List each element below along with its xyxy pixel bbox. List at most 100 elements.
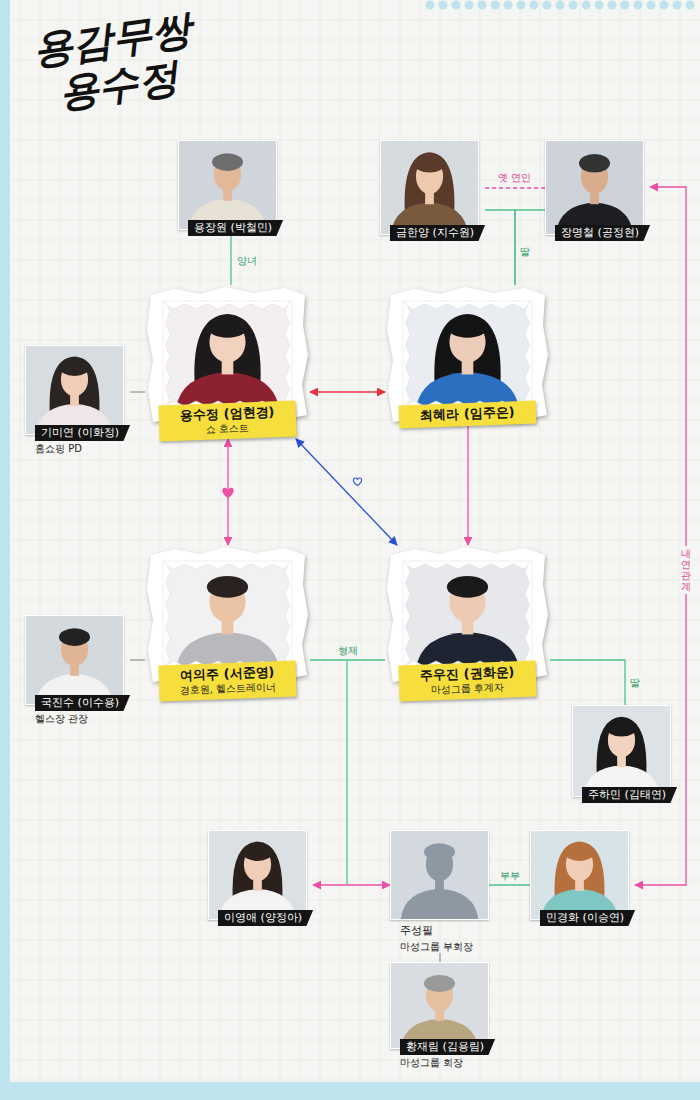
binder-dot <box>426 1 435 10</box>
portrait <box>546 141 643 234</box>
grid-line <box>10 260 700 261</box>
binder-dot <box>582 1 591 10</box>
character-card: 용장원 (박철민) <box>178 140 283 236</box>
name-tag: 주우진 (권화운)마성그룹 후계자 <box>398 661 536 702</box>
hair-top <box>579 154 610 173</box>
photo-backdrop <box>573 706 670 796</box>
character-card: 이영애 (양정아) <box>208 830 313 926</box>
edge-group <box>130 187 686 962</box>
paper-sheet <box>10 0 700 1082</box>
grid-line <box>10 960 700 961</box>
photo-backdrop <box>403 561 532 669</box>
binder-dot <box>504 1 513 10</box>
main-character-card: 용수정 (엄현경)쇼 호스트 <box>145 285 310 439</box>
binder-dot <box>686 1 695 10</box>
torn-edge <box>163 561 170 669</box>
hair-top <box>207 576 248 598</box>
photo-backdrop <box>26 346 123 434</box>
photo-backdrop <box>403 301 532 409</box>
hair-top <box>59 628 90 646</box>
grid-line <box>10 460 700 461</box>
relation-label: 옛 연인 <box>496 172 533 184</box>
binder-dot <box>465 1 474 10</box>
binder-dot <box>478 1 487 10</box>
torn-edge <box>403 301 410 409</box>
character-card: 주성필마성그룹 부회장 <box>390 830 489 953</box>
character-card: 국진수 (이수용)헬스장 관장 <box>25 615 130 725</box>
portrait <box>531 831 628 919</box>
character-card: 금한양 (지수원) <box>380 140 485 241</box>
character-name: 주우진 (권화운) <box>403 664 532 684</box>
torn-edge <box>285 301 292 409</box>
torn-edge <box>163 561 292 569</box>
hair-top <box>414 154 445 173</box>
portrait <box>381 141 478 234</box>
relation-line <box>313 884 390 885</box>
heart-symbol <box>222 488 233 499</box>
hair-top <box>207 316 248 338</box>
portrait <box>391 831 488 919</box>
character-card: 민경화 (이승연) <box>530 830 635 926</box>
character-name: 주성필 <box>400 923 444 939</box>
binder-dot <box>621 1 630 10</box>
portrait <box>26 616 123 704</box>
character-name: 황재림 (김용림) <box>400 1039 495 1055</box>
main-character-card: 주우진 (권화운)마성그룹 후계자 <box>385 545 550 699</box>
photo-frame <box>25 345 124 435</box>
grid-line <box>10 1000 700 1001</box>
relation-line <box>130 391 145 392</box>
torn-edge <box>403 561 410 669</box>
portrait <box>391 963 488 1048</box>
hair-top <box>447 576 488 598</box>
torn-edge <box>403 301 532 309</box>
portrait <box>573 706 670 796</box>
hair-top <box>424 975 455 992</box>
photo-frame <box>390 962 489 1049</box>
hair-top <box>447 316 488 338</box>
relation-line <box>515 210 545 285</box>
binder-dot <box>660 1 669 10</box>
torn-edge <box>525 561 532 669</box>
name-tag: 용수정 (엄현경)쇼 호스트 <box>158 401 296 442</box>
photo-backdrop <box>546 141 643 234</box>
portrait <box>26 346 123 434</box>
character-card: 장명철 (공정현) <box>545 140 650 241</box>
grid-line <box>10 820 700 821</box>
relation-line <box>485 210 515 285</box>
grid-line <box>10 1020 700 1021</box>
binder-dot <box>556 1 565 10</box>
photo-frame <box>530 830 629 920</box>
character-role: 마성그룹 회장 <box>400 1057 463 1069</box>
relation-line <box>550 660 625 705</box>
character-name: 주하민 (김태연) <box>582 787 677 803</box>
photo-backdrop <box>531 831 628 919</box>
character-role: 홈쇼핑 PD <box>35 443 82 455</box>
photo-frame <box>208 830 307 920</box>
relation-line <box>310 391 385 392</box>
grid-line <box>10 540 700 541</box>
torn-edge <box>285 561 292 669</box>
hair-top <box>212 153 243 171</box>
photo-backdrop <box>163 561 292 669</box>
hair-top <box>242 843 273 861</box>
torn-edge <box>403 561 532 569</box>
photo-backdrop <box>209 831 306 919</box>
grid-line <box>10 320 700 321</box>
binder-dot <box>530 1 539 10</box>
photo-frame <box>545 140 644 235</box>
relation-label: 딸 <box>518 246 532 258</box>
character-card: 주하민 (김태연) <box>572 705 677 803</box>
hair-top <box>564 843 595 861</box>
relation-label: 내연관계 <box>680 546 692 594</box>
character-name: 용수정 (엄현경) <box>163 404 292 424</box>
binder-dot <box>543 1 552 10</box>
binder-dot <box>647 1 656 10</box>
relation-label: 형제 <box>336 645 360 657</box>
character-name: 이영애 (양정아) <box>218 910 313 926</box>
photo-backdrop <box>391 963 488 1048</box>
grid-line <box>10 120 700 121</box>
character-name: 국진수 (이수용) <box>35 695 130 711</box>
character-name: 여의주 (서준영) <box>163 664 292 684</box>
portrait <box>209 831 306 919</box>
binder-dot <box>452 1 461 10</box>
